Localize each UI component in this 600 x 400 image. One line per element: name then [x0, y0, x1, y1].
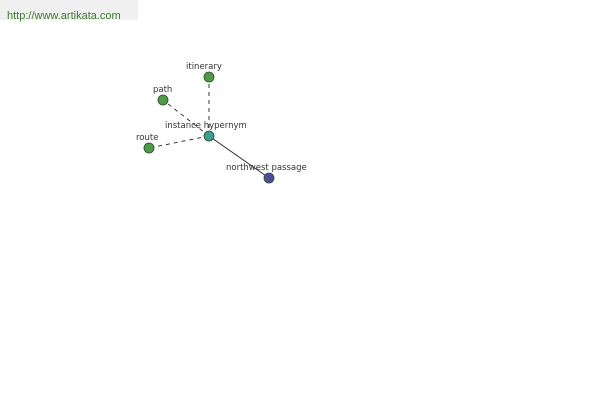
- graph-nodes: [143, 71, 275, 184]
- edge-instance-hypernym-to-path: [162, 99, 210, 137]
- graph-edges: [148, 77, 270, 179]
- edge-instance-hypernym-to-route: [148, 135, 210, 149]
- node-northwest-passage[interactable]: [263, 172, 275, 184]
- node-label-path: path: [153, 85, 172, 95]
- edge-instance-hypernym-to-northwest-passage: [208, 135, 270, 179]
- site-banner: http://www.artikata.com: [0, 0, 138, 22]
- node-label-northwest-passage: northwest passage: [226, 163, 307, 173]
- node-itinerary[interactable]: [203, 71, 215, 83]
- node-label-itinerary: itinerary: [186, 62, 222, 72]
- node-route[interactable]: [143, 142, 155, 154]
- node-label-instance-hypernym: instance hypernym: [165, 121, 247, 131]
- node-instance-hypernym[interactable]: [203, 130, 215, 142]
- graph-labels: itinerary path route instance hypernym north…: [136, 62, 307, 173]
- node-label-route: route: [136, 133, 158, 143]
- site-link[interactable]: http://www.artikata.com: [7, 10, 121, 22]
- node-path[interactable]: [157, 94, 169, 106]
